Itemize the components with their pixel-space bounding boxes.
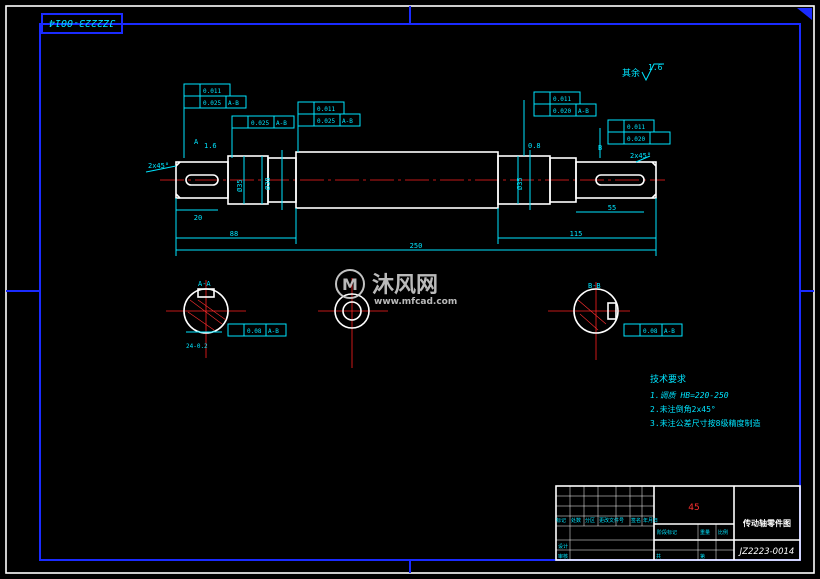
dim-right-length: 115 [570,230,583,238]
tol-mid-datum: A-B [342,118,353,125]
tolerance-frame-mid [297,101,361,127]
tol-right-4: 0.020 [627,136,645,143]
rotated-code: JZ2223-0014 [49,17,116,28]
section-mark-a: A [194,138,199,146]
tol-right-3: 0.011 [627,124,645,131]
tb-cell-5: 签名 [631,517,641,524]
tolerance-frame-left [183,83,295,129]
tech-req-title: 技术要求 [650,373,686,385]
tb-number: JZ2223-0014 [738,547,795,557]
section-b [548,282,683,360]
tb-cell-1: 标记 [556,517,566,524]
tb-cell-16: 第 [700,553,705,560]
section-a-label: A-A [198,280,211,288]
dim-left-length: 88 [230,230,238,238]
section-b-datum: A-B [664,328,675,335]
dimension-lines [145,100,657,256]
watermark: M 沐风网 www.mfcad.com [335,269,457,307]
tol-mid-1: 0.011 [317,106,335,113]
tolerance-frame-right [533,91,671,145]
dim-chamfer-left: 2x45° [148,162,169,170]
tb-material: 45 [688,503,699,513]
tol-left-datum-2: A-B [276,120,287,127]
tb-cell-9: 比例 [718,529,728,536]
code-box [41,13,123,34]
roughness-value: 1.6 [648,63,663,72]
centering-marks [6,6,814,573]
tech-req-line2: 2.未注倒角2x45° [650,404,716,414]
tol-mid-2: 0.025 [317,118,335,125]
tb-cell-8: 重量 [700,529,710,536]
section-a [166,280,287,358]
tb-cell-14: 共 [656,553,661,560]
title-block [555,485,801,561]
roughness-symbol-icon [641,63,664,82]
section-b-label: B-B [588,282,601,290]
roughness-left: 1.6 [204,142,217,150]
dim-keyway-left: 20 [194,214,202,222]
tech-req-line1: 1.调质 HB=220-250 [650,391,729,400]
watermark-url: www.mfcad.com [374,297,457,307]
tol-left-1: 0.011 [203,88,221,95]
tb-cell-2: 处数 [571,517,581,524]
tb-part-name: 传动轴零件图 [742,518,791,528]
roughness-note: 其余 [622,67,640,79]
tb-cell-7: 阶段标记 [657,529,677,536]
tb-cell-11: 审核 [558,553,568,560]
dim-dia-3: Ø35 [516,177,524,190]
tol-right-datum: A-B [578,108,589,115]
tb-cell-10: 设计 [558,543,568,550]
dim-chamfer-right: 2x45° [630,152,651,160]
tol-left-2: 0.025 [203,100,221,107]
roughness-right: 0.8 [528,142,541,150]
tol-left-datum: A-B [228,100,239,107]
section-b-tol: 0.08 [643,328,658,335]
section-a-dim: 24-0.2 [186,343,208,350]
section-a-tol: 0.08 [247,328,262,335]
tol-left-3: 0.025 [251,120,269,127]
section-a-datum: A-B [268,328,279,335]
dim-dia-1: Ø35 [236,179,244,192]
tol-right-1: 0.011 [553,96,571,103]
tech-req-line3: 3.未注公差尺寸按8级精度制造 [650,418,760,428]
tb-cell-4: 更改文件号 [599,517,624,524]
svg-text:M: M [342,275,358,294]
tb-cell-3: 分区 [585,517,595,524]
section-mark-b: B [598,144,602,152]
section-center [318,278,388,368]
dim-keyway-right: 55 [608,204,616,212]
watermark-cn: 沐风网 [372,273,438,298]
dim-dia-2: Ø38 [264,177,272,190]
tb-cell-6: 年月日 [643,517,658,524]
tol-right-2: 0.020 [553,108,571,115]
dim-overall-length: 250 [410,242,423,250]
